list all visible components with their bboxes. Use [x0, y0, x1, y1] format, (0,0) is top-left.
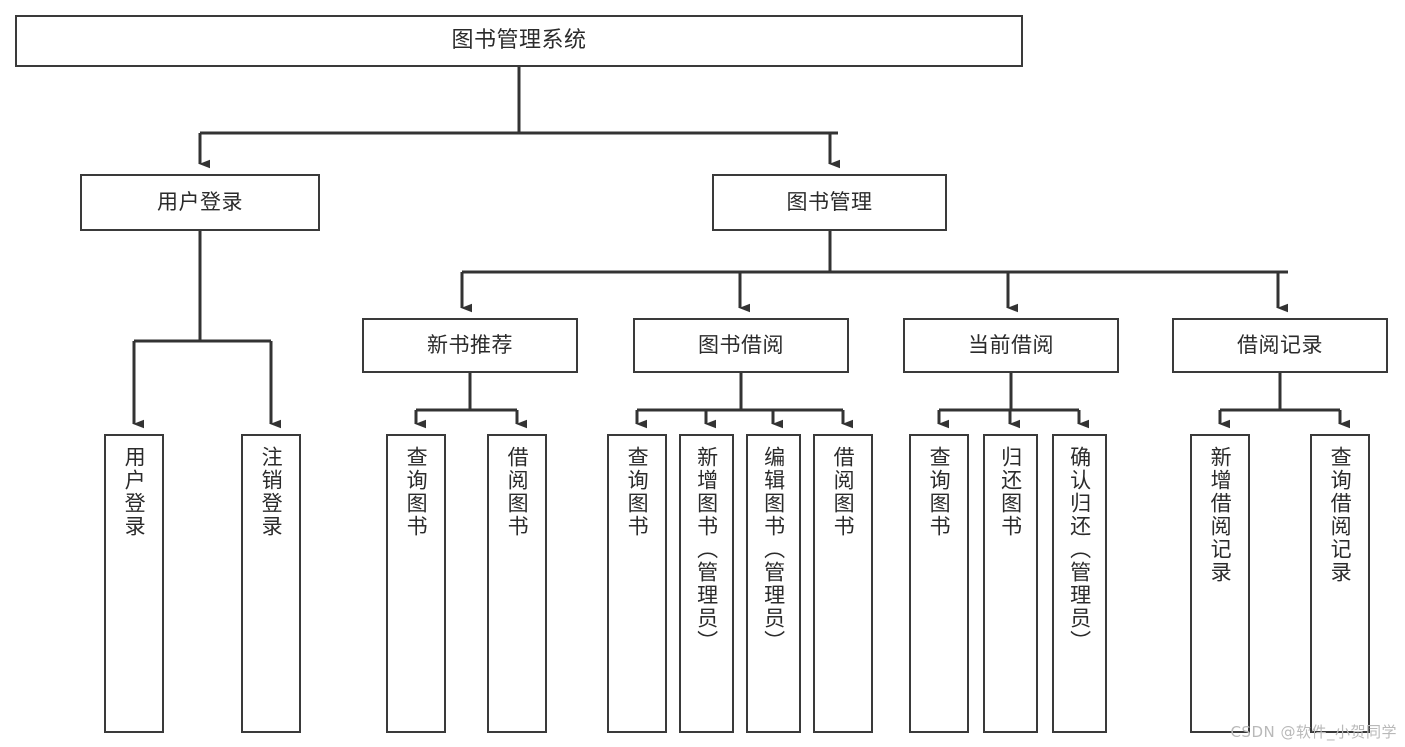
node-leaf-confirm-return-admin[interactable]: 确认归还（管理员）: [1052, 434, 1107, 733]
node-user-login[interactable]: 用户登录: [80, 174, 320, 231]
node-leaf-add-book-admin-label: 新增图书（管理员）: [694, 446, 719, 653]
node-book-borrow-label: 图书借阅: [698, 332, 784, 357]
node-user-login-label: 用户登录: [157, 189, 243, 214]
node-leaf-borrow-book[interactable]: 借阅图书: [813, 434, 873, 733]
node-leaf-query-book-borrow[interactable]: 查询图书: [607, 434, 667, 733]
node-leaf-borrow-book-label: 借阅图书: [831, 446, 856, 538]
node-leaf-user-login[interactable]: 用户登录: [104, 434, 164, 733]
node-leaf-add-borrow-record[interactable]: 新增借阅记录: [1190, 434, 1250, 733]
node-leaf-query-book-rec-label: 查询图书: [404, 446, 429, 538]
node-leaf-user-logout-label: 注销登录: [259, 446, 284, 538]
csdn-watermark: CSDN @软件_小贺同学: [1230, 723, 1397, 741]
node-current-borrow[interactable]: 当前借阅: [903, 318, 1119, 373]
node-leaf-query-book-borrow-label: 查询图书: [625, 446, 650, 538]
node-leaf-query-book-current[interactable]: 查询图书: [909, 434, 969, 733]
node-leaf-user-logout[interactable]: 注销登录: [241, 434, 301, 733]
node-leaf-return-book-label: 归还图书: [998, 446, 1023, 538]
node-root-system-label: 图书管理系统: [451, 27, 587, 53]
node-leaf-borrow-book-rec[interactable]: 借阅图书: [487, 434, 547, 733]
node-leaf-query-borrow-record-label: 查询借阅记录: [1328, 446, 1353, 584]
node-leaf-edit-book-admin-label: 编辑图书（管理员）: [761, 446, 786, 653]
node-book-borrow[interactable]: 图书借阅: [633, 318, 849, 373]
node-new-book-recommendation[interactable]: 新书推荐: [362, 318, 578, 373]
node-leaf-add-borrow-record-label: 新增借阅记录: [1208, 446, 1233, 584]
node-borrow-record-label: 借阅记录: [1237, 332, 1323, 357]
node-root-system[interactable]: 图书管理系统: [15, 15, 1023, 67]
node-new-book-recommendation-label: 新书推荐: [427, 332, 513, 357]
node-leaf-confirm-return-admin-label: 确认归还（管理员）: [1067, 446, 1092, 653]
node-leaf-return-book[interactable]: 归还图书: [983, 434, 1038, 733]
node-leaf-borrow-book-rec-label: 借阅图书: [505, 446, 530, 538]
node-leaf-edit-book-admin[interactable]: 编辑图书（管理员）: [746, 434, 801, 733]
node-book-manage[interactable]: 图书管理: [712, 174, 947, 231]
node-borrow-record[interactable]: 借阅记录: [1172, 318, 1388, 373]
node-current-borrow-label: 当前借阅: [968, 332, 1054, 357]
node-leaf-query-book-rec[interactable]: 查询图书: [386, 434, 446, 733]
node-leaf-add-book-admin[interactable]: 新增图书（管理员）: [679, 434, 734, 733]
node-book-manage-label: 图书管理: [786, 189, 873, 214]
node-leaf-query-borrow-record[interactable]: 查询借阅记录: [1310, 434, 1370, 733]
node-leaf-query-book-current-label: 查询图书: [927, 446, 952, 538]
node-leaf-user-login-label: 用户登录: [122, 446, 147, 538]
